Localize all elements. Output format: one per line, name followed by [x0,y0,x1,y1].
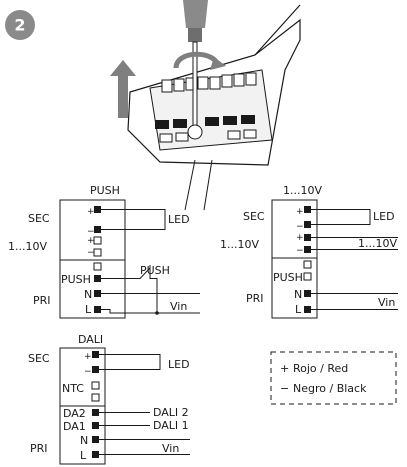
dali-pin-ntc-1 [91,381,100,390]
push-pin-110-plus [93,236,102,245]
dali-pin-led-plus [92,351,99,358]
wire-color-legend: + Rojo / Red − Negro / Black [270,351,397,405]
v110-sec-label: SEC [243,210,265,223]
step-number: 2 [14,16,25,35]
legend-minus-sign: − [280,382,289,395]
dali-dali1-label: DALI 1 [153,419,189,432]
dali-pin-label-ntc: NTC [62,382,84,395]
v110-led-label: LED [373,210,395,223]
v110-pin-push [303,272,312,281]
v110-plus-1: + [296,207,304,217]
dali-vin-label: Vin [162,442,179,455]
push-pin-push [94,275,101,282]
step-badge: 2 [5,10,35,40]
dali-pin-n [92,436,99,443]
push-plus-2: + [87,236,95,246]
dali-pri-box [59,405,106,465]
dali-pin-label-n: N [80,434,88,447]
v110-pin-empty [303,260,312,269]
v110-vin-label: Vin [378,296,395,309]
v110-pin-l [304,306,311,313]
dali-pin-label-da1: DA1 [63,420,86,433]
dali-led-label: LED [168,358,190,371]
dali-plus: + [84,352,92,362]
push-pin-label-n: N [84,288,92,301]
up-arrow-icon [110,60,136,118]
dali-minus: − [84,367,92,377]
dali-wiring-diagram: DALI SEC PRI + − NTC DA2 DA1 N L LED DAL… [28,333,190,465]
push-pin-l [94,306,101,313]
v110-pin-label-n: N [294,288,302,301]
push-sec-label: SEC [28,212,50,225]
push-wiring-diagram: PUSH SEC 1...10V PRI + − + − PUSH N L LE… [8,184,200,319]
legend-minus-text: Negro / Black [293,382,367,395]
dali-pin-l [92,451,99,458]
dali-dali2-label: DALI 2 [153,406,189,419]
dali-pri-label: PRI [30,442,48,455]
push-pin-n [94,290,101,297]
rotate-arrow-icon [173,51,226,70]
v110-minus-1: − [296,222,304,232]
dali-pin-da2 [92,409,99,416]
push-pin-label-push: PUSH [61,273,91,286]
v110-pin-led-plus [304,206,311,213]
screwdriver-icon [183,0,208,140]
v110-plus-2: + [296,233,304,243]
legend-plus-sign: + [280,362,289,375]
push-pri-label: PRI [33,294,51,307]
push-pin-led-minus [94,226,101,233]
v110-out-label: 1...10V [358,237,397,250]
v110-minus-2: − [296,246,304,256]
v110-side-label: 1...10V [220,238,259,251]
push-side-label: 1...10V [8,240,47,253]
v110-pri-label: PRI [246,292,264,305]
v110-pin-n [304,290,311,297]
terminal-screws-left [161,76,209,93]
legend-plus-text: Rojo / Red [293,362,348,375]
push-pin-empty [93,262,102,271]
dali-pin-led-minus [92,366,99,373]
v110-pin-110-plus [304,234,311,241]
push-pin-label-l: L [85,303,92,316]
v110-pin-label-push: PUSH [273,271,303,284]
push-vin-label: Vin [170,300,187,313]
push-minus-2: − [87,248,95,258]
dali-pin-label-l: L [80,449,87,462]
push-pin-led-plus [94,206,101,213]
push-title: PUSH [90,184,120,197]
v110-pri-box [271,257,318,319]
push-minus-1: − [87,227,95,237]
v110-title: 1...10V [283,184,322,197]
push-plus-1: + [87,207,95,217]
dali-pin-label-da2: DA2 [63,407,86,420]
dali-sec-label: SEC [28,352,50,365]
push-pri-box [59,259,126,319]
driver-illustration [110,0,301,211]
v110-wiring-diagram: 1...10V SEC 1...10V PRI + − + − PUSH N L… [220,184,398,319]
dali-pin-ntc-2 [91,393,100,402]
push-led-label: LED [168,213,190,226]
dali-title: DALI [78,333,103,346]
v110-pin-led-minus [304,221,311,228]
push-pin-110-minus [93,248,102,257]
terminal-slots [155,115,257,143]
v110-pin-label-l: L [295,303,302,316]
push-switch-label: PUSH [140,264,170,277]
v110-pin-110-minus [304,246,311,253]
dali-pin-da1 [92,422,99,429]
terminal-screws-right [209,72,257,90]
